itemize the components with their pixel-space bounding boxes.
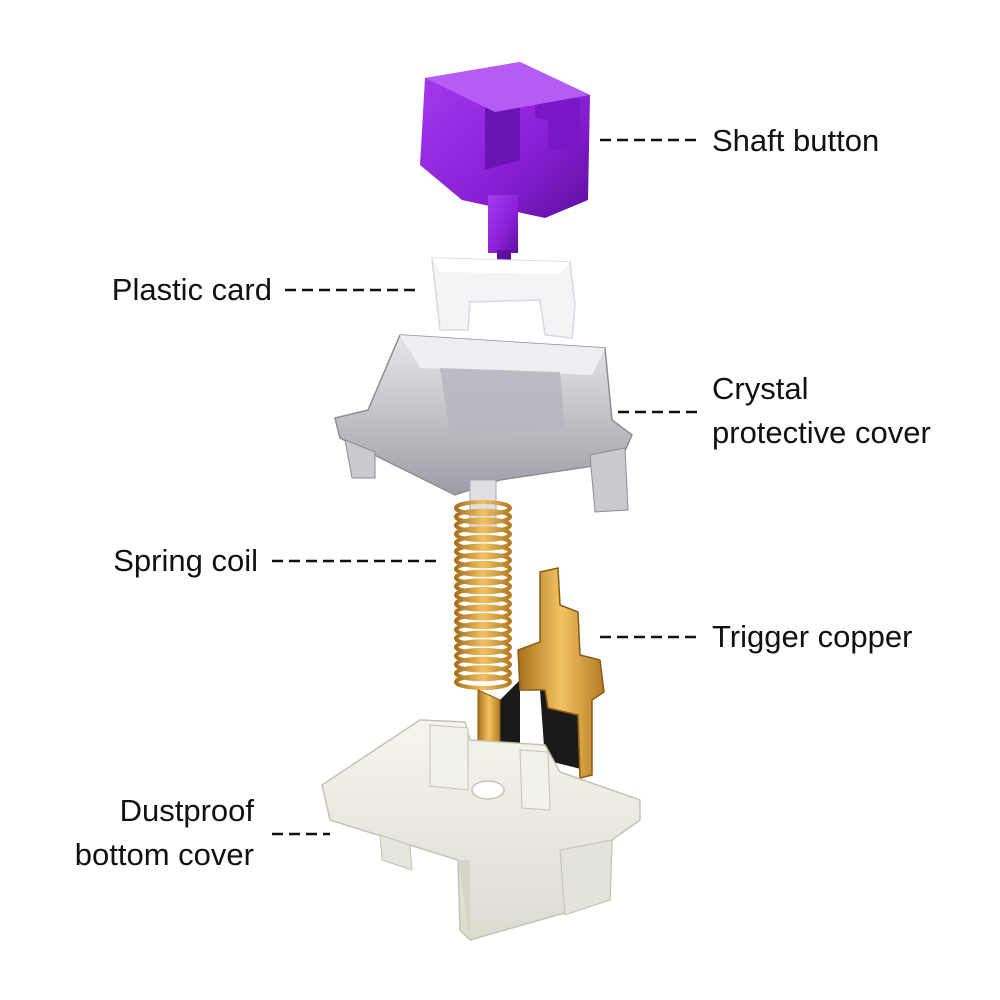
label-crystal-cover-line1: Crystal — [712, 371, 809, 406]
spring-coil-turn — [454, 552, 512, 569]
plastic-card-part — [431, 257, 576, 339]
spring-coil-turn — [454, 621, 512, 638]
label-trigger-copper: Trigger copper — [712, 619, 913, 654]
shaft-button-part — [420, 62, 590, 264]
spring-coil-turn — [454, 665, 512, 682]
spring-coil-turn — [454, 613, 512, 630]
spring-coil-turn — [454, 578, 512, 595]
label-crystal-cover-line2: protective cover — [712, 415, 931, 450]
spring-coil-turn — [454, 500, 512, 516]
spring-coil-turn — [454, 543, 512, 560]
spring-coil-part — [454, 500, 512, 690]
spring-coil-turn — [454, 587, 512, 603]
spring-coil-turn — [454, 595, 512, 612]
crystal-cover-part — [334, 334, 633, 529]
spring-coil-turn — [454, 674, 512, 690]
spring-coil-turn — [454, 604, 512, 621]
label-bottom-cover-line2: bottom cover — [74, 837, 254, 872]
spring-coil-turn — [454, 647, 512, 664]
label-shaft-button: Shaft button — [712, 123, 880, 158]
spring-coil-turn — [454, 560, 512, 577]
label-bottom-cover-line1: Dustproof — [119, 793, 254, 828]
spring-coil-turn — [454, 526, 512, 543]
spring-coil-turn — [454, 508, 512, 525]
spring-coil-turn — [454, 517, 512, 534]
leader-lines — [272, 138, 700, 836]
spring-coil-turn — [454, 569, 512, 586]
spring-coil-turn — [454, 656, 512, 673]
spring-coil-turn — [454, 534, 512, 551]
bottom-cover-part — [321, 719, 641, 941]
label-plastic-card: Plastic card — [111, 272, 272, 307]
spring-coil-turn — [454, 630, 512, 647]
label-spring-coil: Spring coil — [113, 543, 258, 578]
spring-coil-turn — [454, 639, 512, 656]
